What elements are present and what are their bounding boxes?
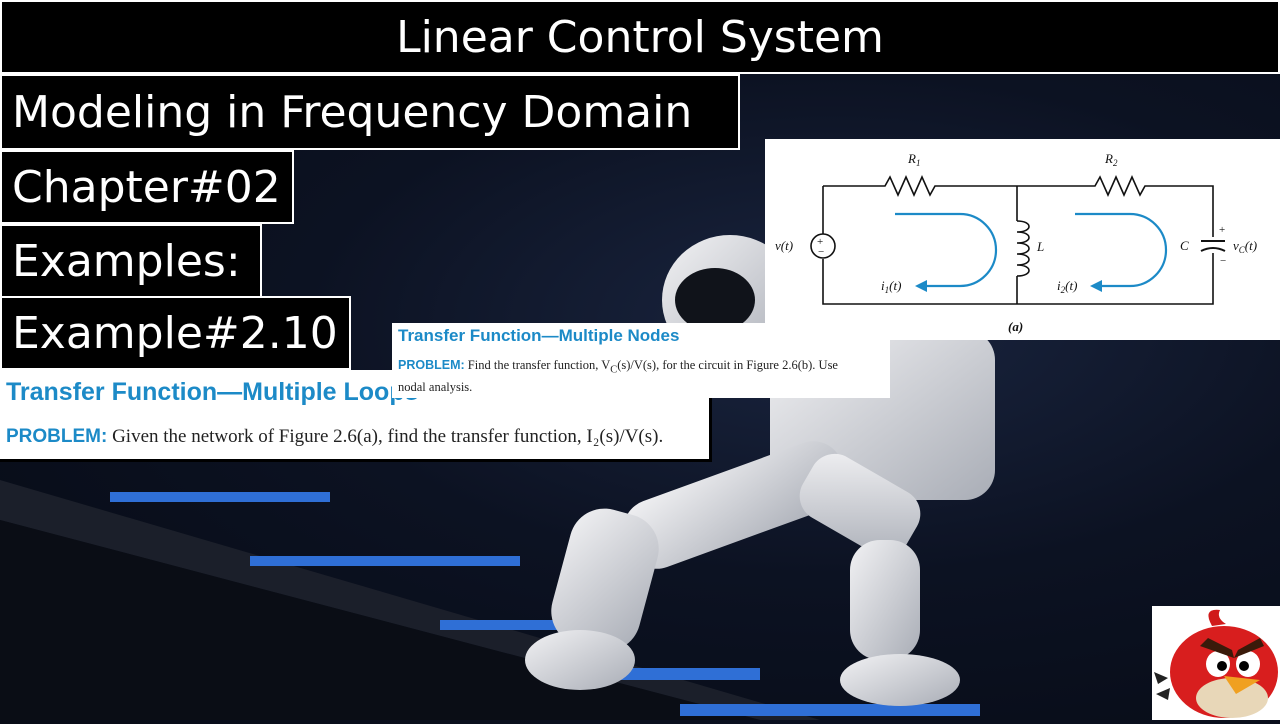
vc-subscript: C	[1239, 245, 1246, 255]
multiple-loops-title: Transfer Function—Multiple Loops	[6, 378, 419, 406]
problem-text: Find the transfer function, V	[467, 358, 611, 372]
mesh-current-arrows	[895, 212, 1168, 288]
inductor-label: L	[1036, 239, 1044, 254]
i2-end: (t)	[1065, 278, 1077, 293]
multiple-nodes-title: Transfer Function—Multiple Nodes	[398, 326, 680, 345]
svg-text:i1(t): i1(t)	[881, 278, 901, 295]
i1-label: i	[881, 278, 885, 293]
i1-subscript: 1	[885, 285, 890, 295]
r1-subscript: 1	[916, 158, 921, 168]
problem-label: PROBLEM:	[6, 426, 108, 447]
source-label: v(t)	[775, 238, 793, 253]
problem-subscript: C	[610, 364, 618, 376]
source-minus: −	[818, 246, 824, 258]
page-title: Linear Control System	[0, 0, 1280, 74]
problem-text: Given the network of Figure 2.6(a), find…	[112, 426, 664, 447]
r1-label: R	[907, 151, 916, 166]
svg-text:i2(t): i2(t)	[1057, 278, 1077, 295]
problem-label: PROBLEM:	[398, 358, 465, 372]
r2-subscript: 2	[1113, 158, 1118, 168]
svg-text:R2: R2	[1104, 151, 1118, 168]
capacitor-icon	[1200, 237, 1226, 253]
voltage-source-icon	[810, 233, 836, 259]
cap-minus: −	[1220, 255, 1226, 267]
cap-plus: +	[1219, 224, 1225, 236]
svg-text:vC(t): vC(t)	[1233, 238, 1257, 255]
multiple-loops-problem: PROBLEM: Given the network of Figure 2.6…	[6, 426, 663, 448]
examples-label: Examples:	[0, 224, 262, 298]
circuit-diagram-card: R1 R2 v(t) + − L C + − vC(t) i1(t) i2(t)…	[765, 139, 1280, 340]
vc-label: v	[1233, 238, 1239, 253]
topic-label: Modeling in Frequency Domain	[0, 74, 740, 150]
source-plus: +	[817, 236, 823, 248]
vc-end: (t)	[1245, 238, 1257, 253]
multiple-loops-card: Transfer Function—Multiple Loops PROBLEM…	[0, 370, 712, 462]
multiple-nodes-problem: PROBLEM: Find the transfer function, VC(…	[398, 357, 888, 395]
i2-label: i	[1057, 278, 1061, 293]
i2-subscript: 2	[1061, 285, 1066, 295]
svg-text:R1: R1	[907, 151, 920, 168]
circuit-diagram: R1 R2 v(t) + − L C + − vC(t) i1(t) i2(t)…	[775, 151, 1257, 334]
r2-label: R	[1104, 151, 1113, 166]
example-number-label: Example#2.10	[0, 296, 351, 370]
capacitor-label: C	[1180, 238, 1189, 253]
circuit-caption: (a)	[1008, 319, 1023, 334]
i1-end: (t)	[889, 278, 901, 293]
chapter-label: Chapter#02	[0, 150, 294, 224]
problem-text-cont: (s)/V(s), for the circuit in Figure 2.6(…	[617, 358, 838, 372]
angry-bird-logo	[1152, 606, 1280, 720]
robot-visor	[675, 268, 755, 332]
problem-text-line2: nodal analysis.	[398, 379, 473, 394]
